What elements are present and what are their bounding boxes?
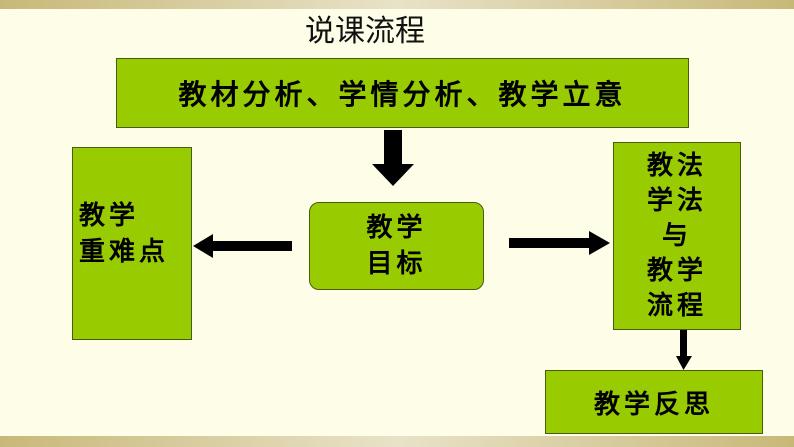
key-difficulties-line2: 重难点 <box>79 237 170 267</box>
top-decor-bar <box>0 0 794 9</box>
left-arrow-icon <box>193 234 292 258</box>
methods-line: 流程 <box>646 290 707 321</box>
teaching-goals-box: 教学 目标 <box>309 202 484 290</box>
teaching-goals-line2: 目标 <box>366 249 427 279</box>
analysis-box: 教材分析、学情分析、教学立意 <box>116 58 689 128</box>
small-down-arrow-icon <box>676 330 692 370</box>
teaching-goals-line1: 教学 <box>366 213 427 243</box>
methods-line: 与 <box>661 220 692 251</box>
methods-process-box: 教法 学法 与 教学 流程 <box>613 142 741 330</box>
slide-title: 说课流程 <box>305 14 425 49</box>
methods-line: 教法 <box>646 150 707 181</box>
methods-line: 学法 <box>646 185 707 216</box>
key-difficulties-line1: 教学 <box>79 201 140 231</box>
bottom-decor-bar <box>0 436 794 447</box>
down-arrow-icon <box>372 130 414 186</box>
methods-line: 教学 <box>646 255 707 286</box>
reflection-box: 教学反思 <box>545 370 763 434</box>
right-arrow-icon <box>509 231 610 255</box>
key-difficulties-box: 教学 重难点 <box>72 147 192 340</box>
